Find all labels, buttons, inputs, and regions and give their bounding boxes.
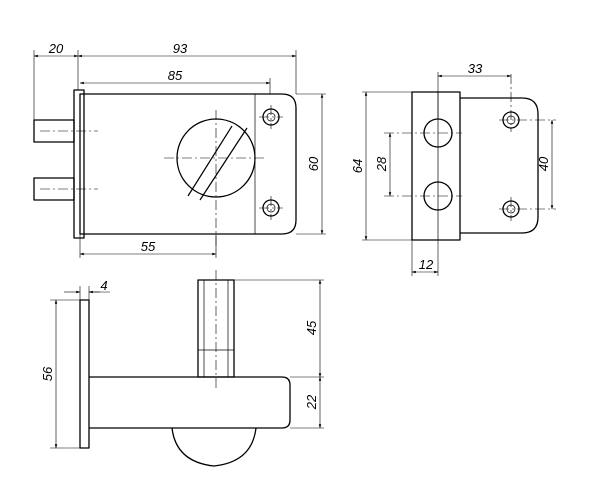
dim-side-height: 64 [350,159,365,173]
bottom-view: 4 56 45 22 [40,270,324,467]
side-body [411,91,461,241]
dim-front-total-width: 93 [173,41,188,56]
side-plate [460,97,539,234]
dim-bottom-pin-height: 45 [304,320,319,335]
front-mount-plate [73,89,85,239]
dim-front-cylinder-offset: 55 [141,239,156,254]
dim-front-pin-protrusion: 20 [48,41,64,56]
dim-side-pin-spacing: 28 [374,156,389,172]
front-body [79,93,297,235]
front-pin-lower [33,177,75,201]
dim-front-height: 60 [306,156,321,171]
dim-side-plate-thickness: 12 [419,257,434,272]
dim-front-body-width: 85 [168,68,183,83]
bottom-plate [79,299,90,449]
dim-side-hole-spacing-horizontal: 33 [468,61,483,76]
side-view: 64 33 28 40 12 [350,61,556,276]
front-view: 20 93 85 55 60 [33,41,326,258]
bottom-body [89,376,291,429]
dim-bottom-plate-height: 56 [40,366,55,381]
dim-side-hole-spacing-vertical: 40 [536,156,551,171]
dim-bottom-plate-thickness: 4 [100,278,107,293]
dim-bottom-body-height: 22 [304,394,319,410]
front-pin-upper [33,119,75,143]
bottom-roller [171,427,257,467]
